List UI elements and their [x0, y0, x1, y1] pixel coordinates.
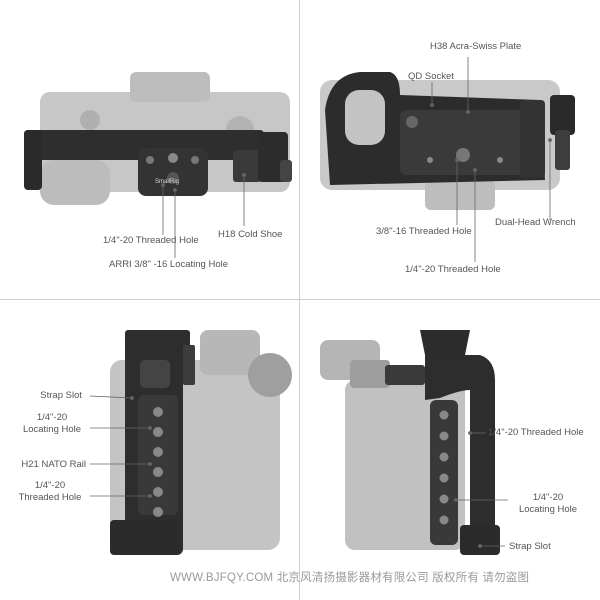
label-locating-hole-bl: 1/4"-20 Locating Hole: [22, 412, 82, 435]
bottom-left-callouts: [89, 395, 152, 498]
label-threaded-38: 3/8"-16 Threaded Hole: [376, 226, 472, 237]
cage-left-side: [110, 330, 195, 555]
cage-right-side: [385, 330, 500, 555]
label-threaded-hole-tl: 1/4"-20 Threaded Hole: [103, 235, 199, 246]
cage-bottom-view: [325, 72, 575, 185]
top-left-callouts: [161, 173, 246, 258]
label-strap-slot-br: Strap Slot: [509, 541, 551, 552]
label-threaded-hole-bl: 1/4"-20 Threaded Hole: [18, 480, 82, 503]
watermark-text: WWW.BJFQY.COM 北京风清扬摄影器材有限公司 版权所有 请勿盗图: [170, 572, 530, 584]
horizontal-divider: [0, 299, 600, 300]
label-locating-hole-br: 1/4"-20 Locating Hole: [518, 492, 578, 515]
label-cold-shoe: H18 Cold Shoe: [218, 229, 283, 240]
label-qd-socket: QD Socket: [408, 71, 454, 82]
label-arca-plate: H38 Acra-Swiss Plate: [430, 41, 522, 52]
label-nato-rail: H21 NATO Rail: [21, 459, 86, 470]
label-strap-slot-bl: Strap Slot: [40, 390, 82, 401]
vertical-divider: [299, 0, 300, 600]
brand-mark: SmallRig: [155, 179, 180, 185]
label-arri-hole: ARRI 3/8" -16 Locating Hole: [109, 259, 229, 270]
label-threaded-14-tr: 1/4"-20 Threaded Hole: [405, 264, 501, 275]
label-dual-wrench: Dual-Head Wrench: [495, 217, 576, 228]
top-right-callouts: [430, 57, 552, 262]
bottom-right-callouts: [454, 431, 508, 548]
cage-top-view: [24, 130, 292, 196]
label-threaded-hole-br: 1/4"-20 Threaded Hole: [488, 427, 584, 438]
